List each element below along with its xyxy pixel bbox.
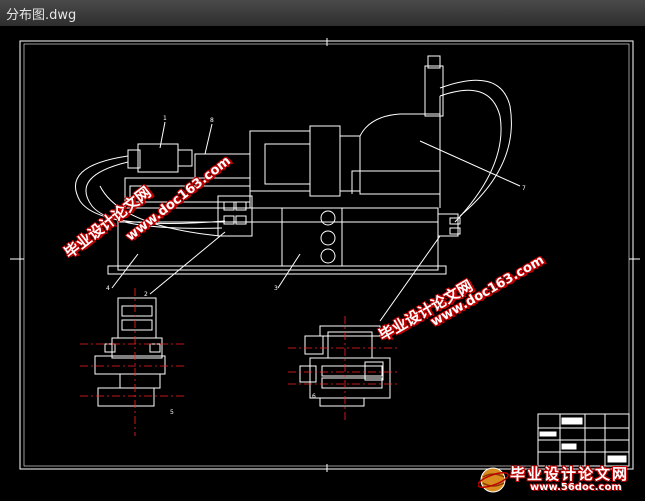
center-lines [80,288,400,436]
callout-4: 4 [106,285,110,292]
title-bar: 分布图.dwg [0,0,645,27]
callout-7: 7 [522,185,526,192]
cad-drawing: 1 8 7 4 2 3 5 6 [10,38,640,472]
drawing-canvas[interactable]: 1 8 7 4 2 3 5 6 毕业设计论文网 www.doc163.com 毕… [0,26,645,497]
window-title: 分布图.dwg [6,8,77,23]
callout-5: 5 [170,409,174,416]
valve-manifold-right [299,325,391,407]
callout-6: 6 [312,393,316,400]
callout-1: 1 [163,115,167,122]
title-block [537,413,630,467]
site-logo: 毕业设计论文网 www.56doc.com [470,463,645,497]
callout-3: 3 [274,285,278,292]
logo-text-url: www.56doc.com [530,482,622,493]
valve-stack-left [94,297,166,407]
callout-8: 8 [210,117,214,124]
globe-logo-icon [478,467,509,493]
machine-assembly [75,55,521,322]
callout-2: 2 [144,291,148,298]
logo-text-cn: 毕业设计论文网 [510,465,630,483]
